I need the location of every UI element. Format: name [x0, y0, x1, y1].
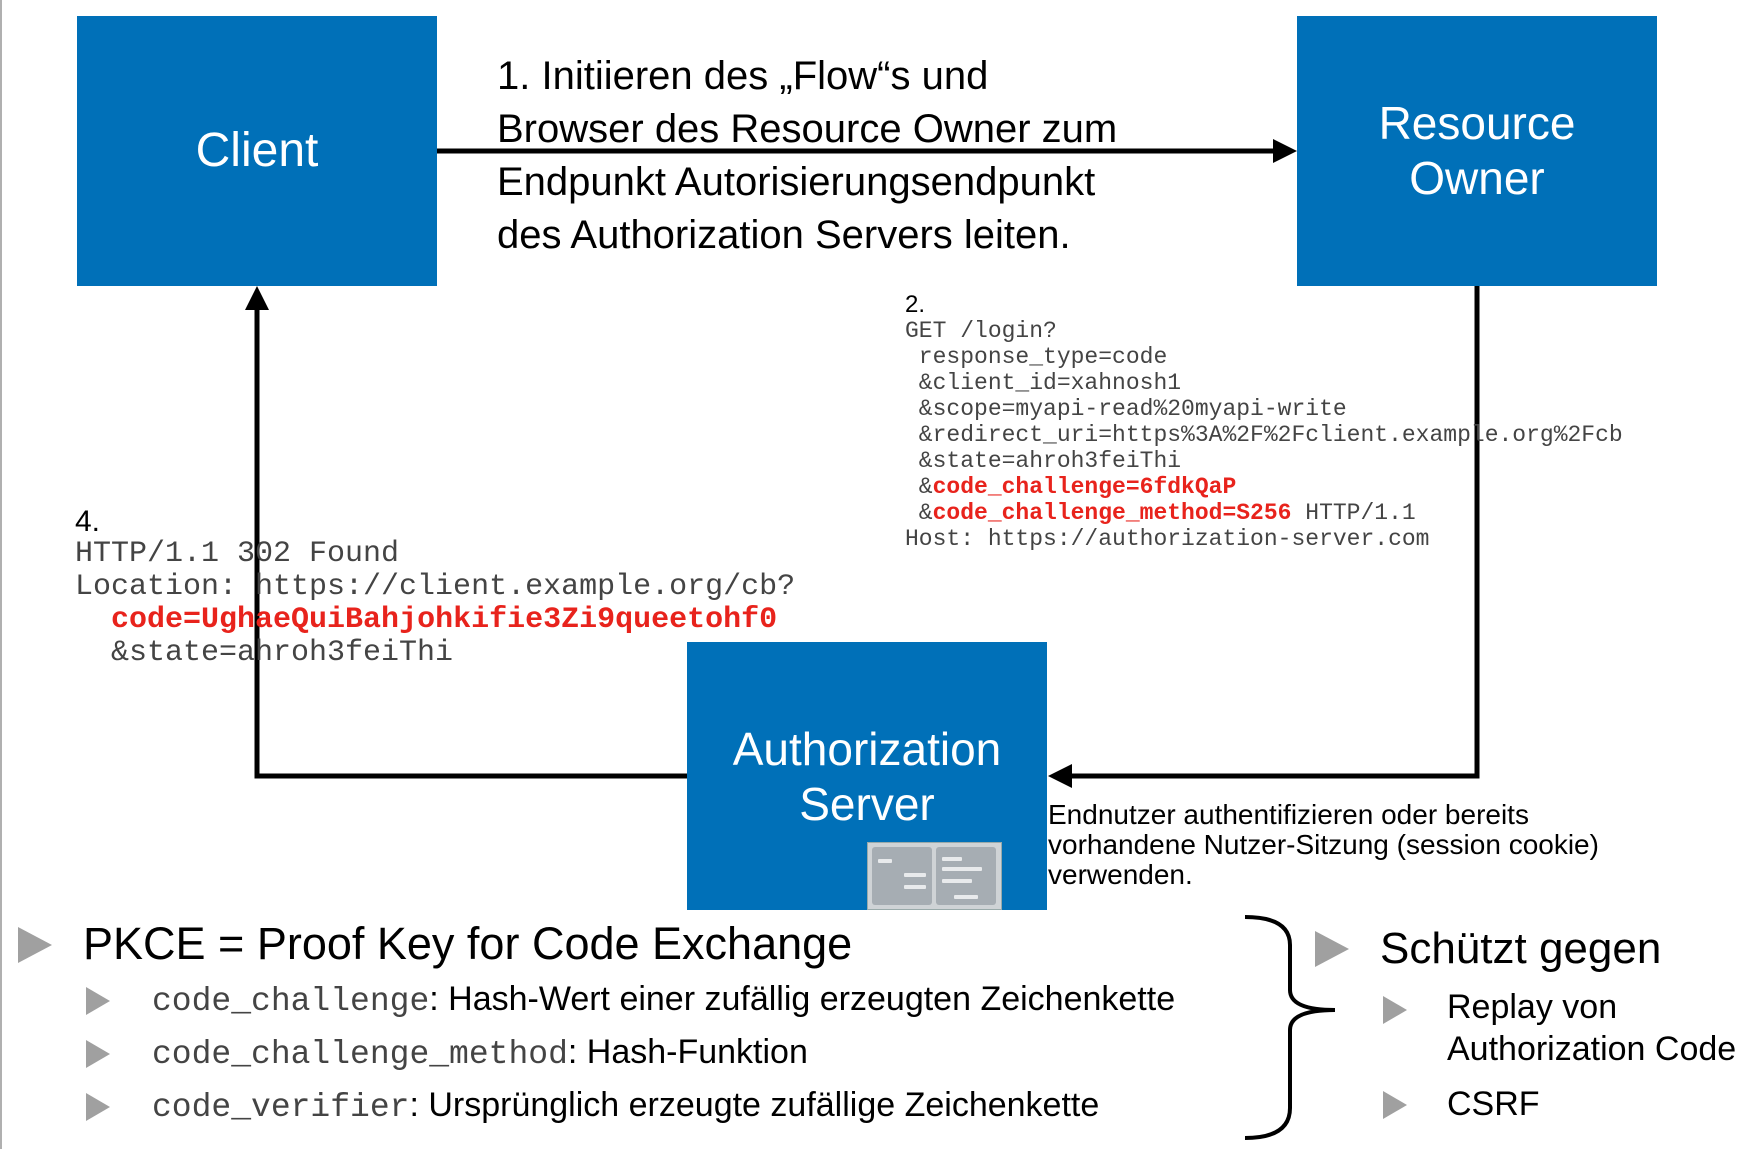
bullet-triangle-icon	[1383, 1091, 1407, 1119]
request-line: &scope=myapi-read%20myapi-write	[905, 396, 1347, 422]
login-consent-thumbnail	[867, 842, 1002, 910]
arrow-authserver-to-client	[254, 308, 687, 779]
pkce-item-code-challenge-method: code_challenge_method: Hash-Funktion	[152, 1033, 808, 1073]
resource-owner-box: Resource Owner	[1297, 16, 1657, 286]
client-label: Client	[195, 124, 319, 178]
step2-request: 2. GET /login? response_type=code &clien…	[905, 291, 1623, 553]
pkce-title: PKCE = Proof Key for Code Exchange	[83, 918, 853, 969]
arrowhead-client	[245, 286, 269, 310]
protects-item-csrf: CSRF	[1447, 1085, 1540, 1123]
response-code-line: code=UghaeQuiBahjohkifie3Zi9queetohf0	[75, 604, 795, 637]
bullet-triangle-icon	[18, 927, 52, 963]
resource-owner-label: Resource Owner	[1378, 96, 1576, 204]
pkce-item-code-challenge: code_challenge: Hash-Wert einer zufällig…	[152, 980, 1176, 1020]
code-challenge-highlight: code_challenge=6fdkQaP	[932, 474, 1237, 500]
curly-brace	[1244, 915, 1336, 1140]
step3-text: Endnutzer authentifizieren oder bereits …	[1048, 799, 1599, 890]
client-box: Client	[77, 16, 437, 286]
bullet-triangle-icon	[1315, 931, 1349, 967]
request-line: GET /login?	[905, 318, 1057, 344]
login-pane-thumbnail	[872, 847, 932, 905]
request-line-method: &code_challenge_method=S256 HTTP/1.1	[905, 500, 1416, 526]
bullet-triangle-icon	[1383, 996, 1407, 1024]
request-line: &redirect_uri=https%3A%2F%2Fclient.examp…	[905, 422, 1623, 448]
authorization-code-highlight: code=UghaeQuiBahjohkifie3Zi9queetohf0	[111, 603, 778, 637]
request-line: response_type=code	[905, 344, 1168, 370]
step2-number: 2.	[905, 291, 926, 318]
arrowhead-owner	[1273, 139, 1297, 163]
request-line: &client_id=xahnosh1	[905, 370, 1182, 396]
response-state-line: &state=ahroh3feiThi	[75, 636, 454, 670]
step4-number: 4.	[75, 505, 101, 538]
arrowhead-authserver	[1048, 764, 1072, 788]
request-line-challenge: &code_challenge=6fdkQaP	[905, 474, 1237, 500]
response-line: Location: https://client.example.org/cb?	[75, 570, 796, 604]
step4-response: 4. HTTP/1.1 302 Found Location: https://…	[75, 505, 795, 670]
bullet-triangle-icon	[86, 1040, 110, 1068]
authorization-server-label: Authorization Server	[732, 723, 1002, 831]
request-host-line: Host: https://authorization-server.com	[905, 526, 1430, 552]
step1-description: 1. Initiieren des „Flow“s und Browser de…	[497, 54, 1118, 257]
bullet-triangle-icon	[86, 987, 110, 1015]
code-challenge-method-highlight: code_challenge_method=S256	[932, 500, 1292, 526]
protects-item-replay: Replay von Authorization Code	[1447, 988, 1737, 1068]
protects-title: Schützt gegen	[1380, 924, 1662, 973]
arrow-owner-to-authserver	[1070, 286, 1480, 779]
slide-left-edge	[0, 0, 2, 1149]
bullet-triangle-icon	[86, 1093, 110, 1121]
step3-number: 3.	[1015, 802, 1039, 833]
response-line: HTTP/1.1 302 Found	[75, 537, 400, 571]
consent-pane-thumbnail	[936, 847, 996, 905]
pkce-item-code-verifier: code_verifier: Ursprünglich erzeugte zuf…	[152, 1086, 1100, 1126]
request-line: &state=ahroh3feiThi	[905, 448, 1182, 474]
